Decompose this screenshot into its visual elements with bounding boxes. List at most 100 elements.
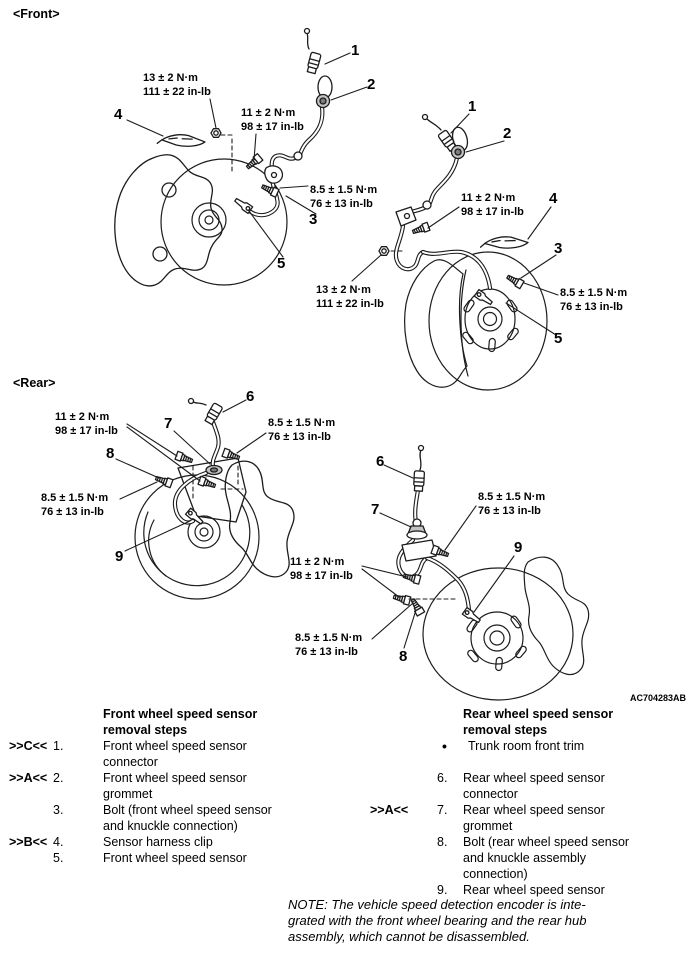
bracket-art bbox=[401, 539, 437, 562]
grommet-bolt-art bbox=[174, 450, 195, 466]
rear-section-label: <Rear> bbox=[13, 376, 56, 390]
front-right-wheel-art bbox=[404, 251, 548, 391]
list-item: 8. Bolt (rear wheel speed sensor and knu… bbox=[345, 834, 690, 882]
callout-2: 2 bbox=[367, 76, 376, 93]
item-number: 3. bbox=[53, 803, 64, 817]
list-item: 5. Front wheel speed sensor bbox=[0, 850, 345, 866]
note-text: NOTE: The vehicle speed detection encode… bbox=[288, 897, 586, 945]
callout-4: 4 bbox=[549, 190, 558, 207]
sensor-bolt-art bbox=[504, 272, 525, 290]
list-item: 3. Bolt (front wheel speed sensor and kn… bbox=[0, 802, 345, 834]
torque-line: 11 ± 2 N·m bbox=[290, 556, 345, 568]
wheel-speed-sensor-art bbox=[461, 606, 483, 626]
torque-line: 98 ± 17 in-lb bbox=[290, 570, 353, 582]
speed-sensor-connector-art bbox=[305, 51, 322, 75]
torque-line: 76 ± 13 in-lb bbox=[478, 505, 541, 517]
sensor-bolt-art bbox=[259, 181, 280, 198]
list-item: 9. Rear wheel speed sensor bbox=[345, 882, 690, 898]
bracket-art bbox=[395, 206, 417, 227]
grommet-art bbox=[406, 530, 428, 540]
list-item: 6. Rear wheel speed sensor connector bbox=[345, 770, 690, 802]
step-marker: >>C<< bbox=[9, 739, 48, 753]
torque-label-85nm: 8.5 ± 1.5 N·m 76 ± 13 in-lb bbox=[310, 183, 377, 211]
harness-clip-art bbox=[479, 234, 529, 252]
grommet-art bbox=[319, 97, 327, 105]
torque-line: 76 ± 13 in-lb bbox=[310, 198, 373, 210]
sensor-harness-art bbox=[420, 249, 493, 291]
harness-clip-node-art bbox=[293, 151, 303, 161]
rear-left-brake-disc-art bbox=[134, 474, 260, 600]
bullet-icon: • bbox=[442, 738, 447, 754]
sensor-harness-art bbox=[402, 155, 460, 220]
item-text-line3: connection) bbox=[463, 867, 528, 881]
callout-7: 7 bbox=[371, 501, 380, 518]
torque-label-13nm: 13 ± 2 N·m 111 ± 22 in-lb bbox=[143, 71, 211, 99]
note-line: NOTE: The vehicle speed detection encode… bbox=[288, 897, 586, 912]
torque-label-13nm: 13 ± 2 N·m 111 ± 22 in-lb bbox=[316, 283, 384, 311]
torque-line: 98 ± 17 in-lb bbox=[55, 425, 118, 437]
grommet-art bbox=[454, 148, 462, 156]
harness-clip-node-art bbox=[422, 200, 432, 210]
front-list-title-row: Front wheel speed sensor removal steps bbox=[0, 706, 345, 738]
rear-list-title-line2: removal steps bbox=[463, 723, 548, 737]
torque-line: 76 ± 13 in-lb bbox=[41, 506, 104, 518]
grommet-bolt-art bbox=[197, 475, 218, 491]
torque-line: 8.5 ± 1.5 N·m bbox=[310, 184, 378, 196]
item-number: 4. bbox=[53, 835, 64, 849]
item-text: Sensor harness clip bbox=[103, 835, 213, 849]
item-text: Rear wheel speed sensor bbox=[463, 883, 605, 897]
callout-6: 6 bbox=[376, 453, 385, 470]
front-left-illustration bbox=[114, 27, 368, 287]
item-text: Rear wheel speed sensor bbox=[463, 771, 605, 785]
harness-clip-art bbox=[156, 130, 207, 151]
leader-lines bbox=[351, 113, 559, 336]
connector-pigtail-art bbox=[192, 401, 207, 406]
torque-label-85nm: 8.5 ± 1.5 N·m 76 ± 13 in-lb bbox=[560, 286, 627, 314]
step-marker: >>A<< bbox=[9, 771, 48, 785]
callout-2: 2 bbox=[503, 125, 512, 142]
callout-9: 9 bbox=[115, 548, 124, 565]
callout-3: 3 bbox=[309, 211, 318, 228]
callout-3: 3 bbox=[554, 240, 563, 257]
callout-9: 9 bbox=[514, 539, 523, 556]
item-text-line2: connector bbox=[463, 787, 518, 801]
item-number: 9. bbox=[437, 883, 448, 897]
item-number: 6. bbox=[437, 771, 448, 785]
front-left-knuckle-art bbox=[114, 154, 223, 287]
rear-removal-steps-list: Rear wheel speed sensor removal steps • … bbox=[345, 706, 690, 898]
item-number: 8. bbox=[437, 835, 448, 849]
torque-line: 8.5 ± 1.5 N·m bbox=[41, 492, 109, 504]
item-number: 7. bbox=[437, 803, 448, 817]
torque-line: 111 ± 22 in-lb bbox=[143, 86, 211, 98]
bracket-art bbox=[270, 171, 278, 179]
connector-pigtail-art bbox=[303, 27, 311, 35]
figure-code: AC704283AB bbox=[629, 693, 686, 703]
torque-label-11nm: 11 ± 2 N·m 98 ± 17 in-lb bbox=[461, 191, 524, 219]
item-text-line2: and knuckle assembly bbox=[463, 851, 586, 865]
wheel-speed-sensor-art bbox=[473, 288, 495, 308]
torque-line: 98 ± 17 in-lb bbox=[461, 206, 524, 218]
bracket-bolt-art bbox=[410, 221, 431, 237]
item-text-line2: grommet bbox=[103, 787, 153, 801]
callout-5: 5 bbox=[554, 330, 563, 347]
torque-line: 76 ± 13 in-lb bbox=[560, 301, 623, 313]
item-text: Bolt (front wheel speed sensor bbox=[103, 803, 272, 817]
item-text: Bolt (rear wheel speed sensor bbox=[463, 835, 630, 849]
callout-5: 5 bbox=[277, 255, 286, 272]
callout-1: 1 bbox=[351, 42, 360, 59]
flange-nut-art bbox=[378, 246, 390, 256]
speed-sensor-connector-art bbox=[203, 402, 224, 426]
callout-1: 1 bbox=[468, 98, 477, 115]
note-line: assembly, which cannot be disassembled. bbox=[288, 929, 530, 944]
rear-right-illustration bbox=[361, 444, 590, 701]
front-removal-steps-list: Front wheel speed sensor removal steps >… bbox=[0, 706, 345, 866]
callout-7: 7 bbox=[164, 415, 173, 432]
sensor-harness-art bbox=[424, 555, 472, 613]
torque-label-11nm: 11 ± 2 N·m 98 ± 17 in-lb bbox=[55, 410, 118, 438]
callout-8: 8 bbox=[106, 445, 115, 462]
item-number: 1. bbox=[53, 739, 64, 753]
list-item: >>B<< 4. Sensor harness clip bbox=[0, 834, 345, 850]
item-text: Front wheel speed sensor bbox=[103, 851, 247, 865]
torque-line: 11 ± 2 N·m bbox=[241, 107, 296, 119]
